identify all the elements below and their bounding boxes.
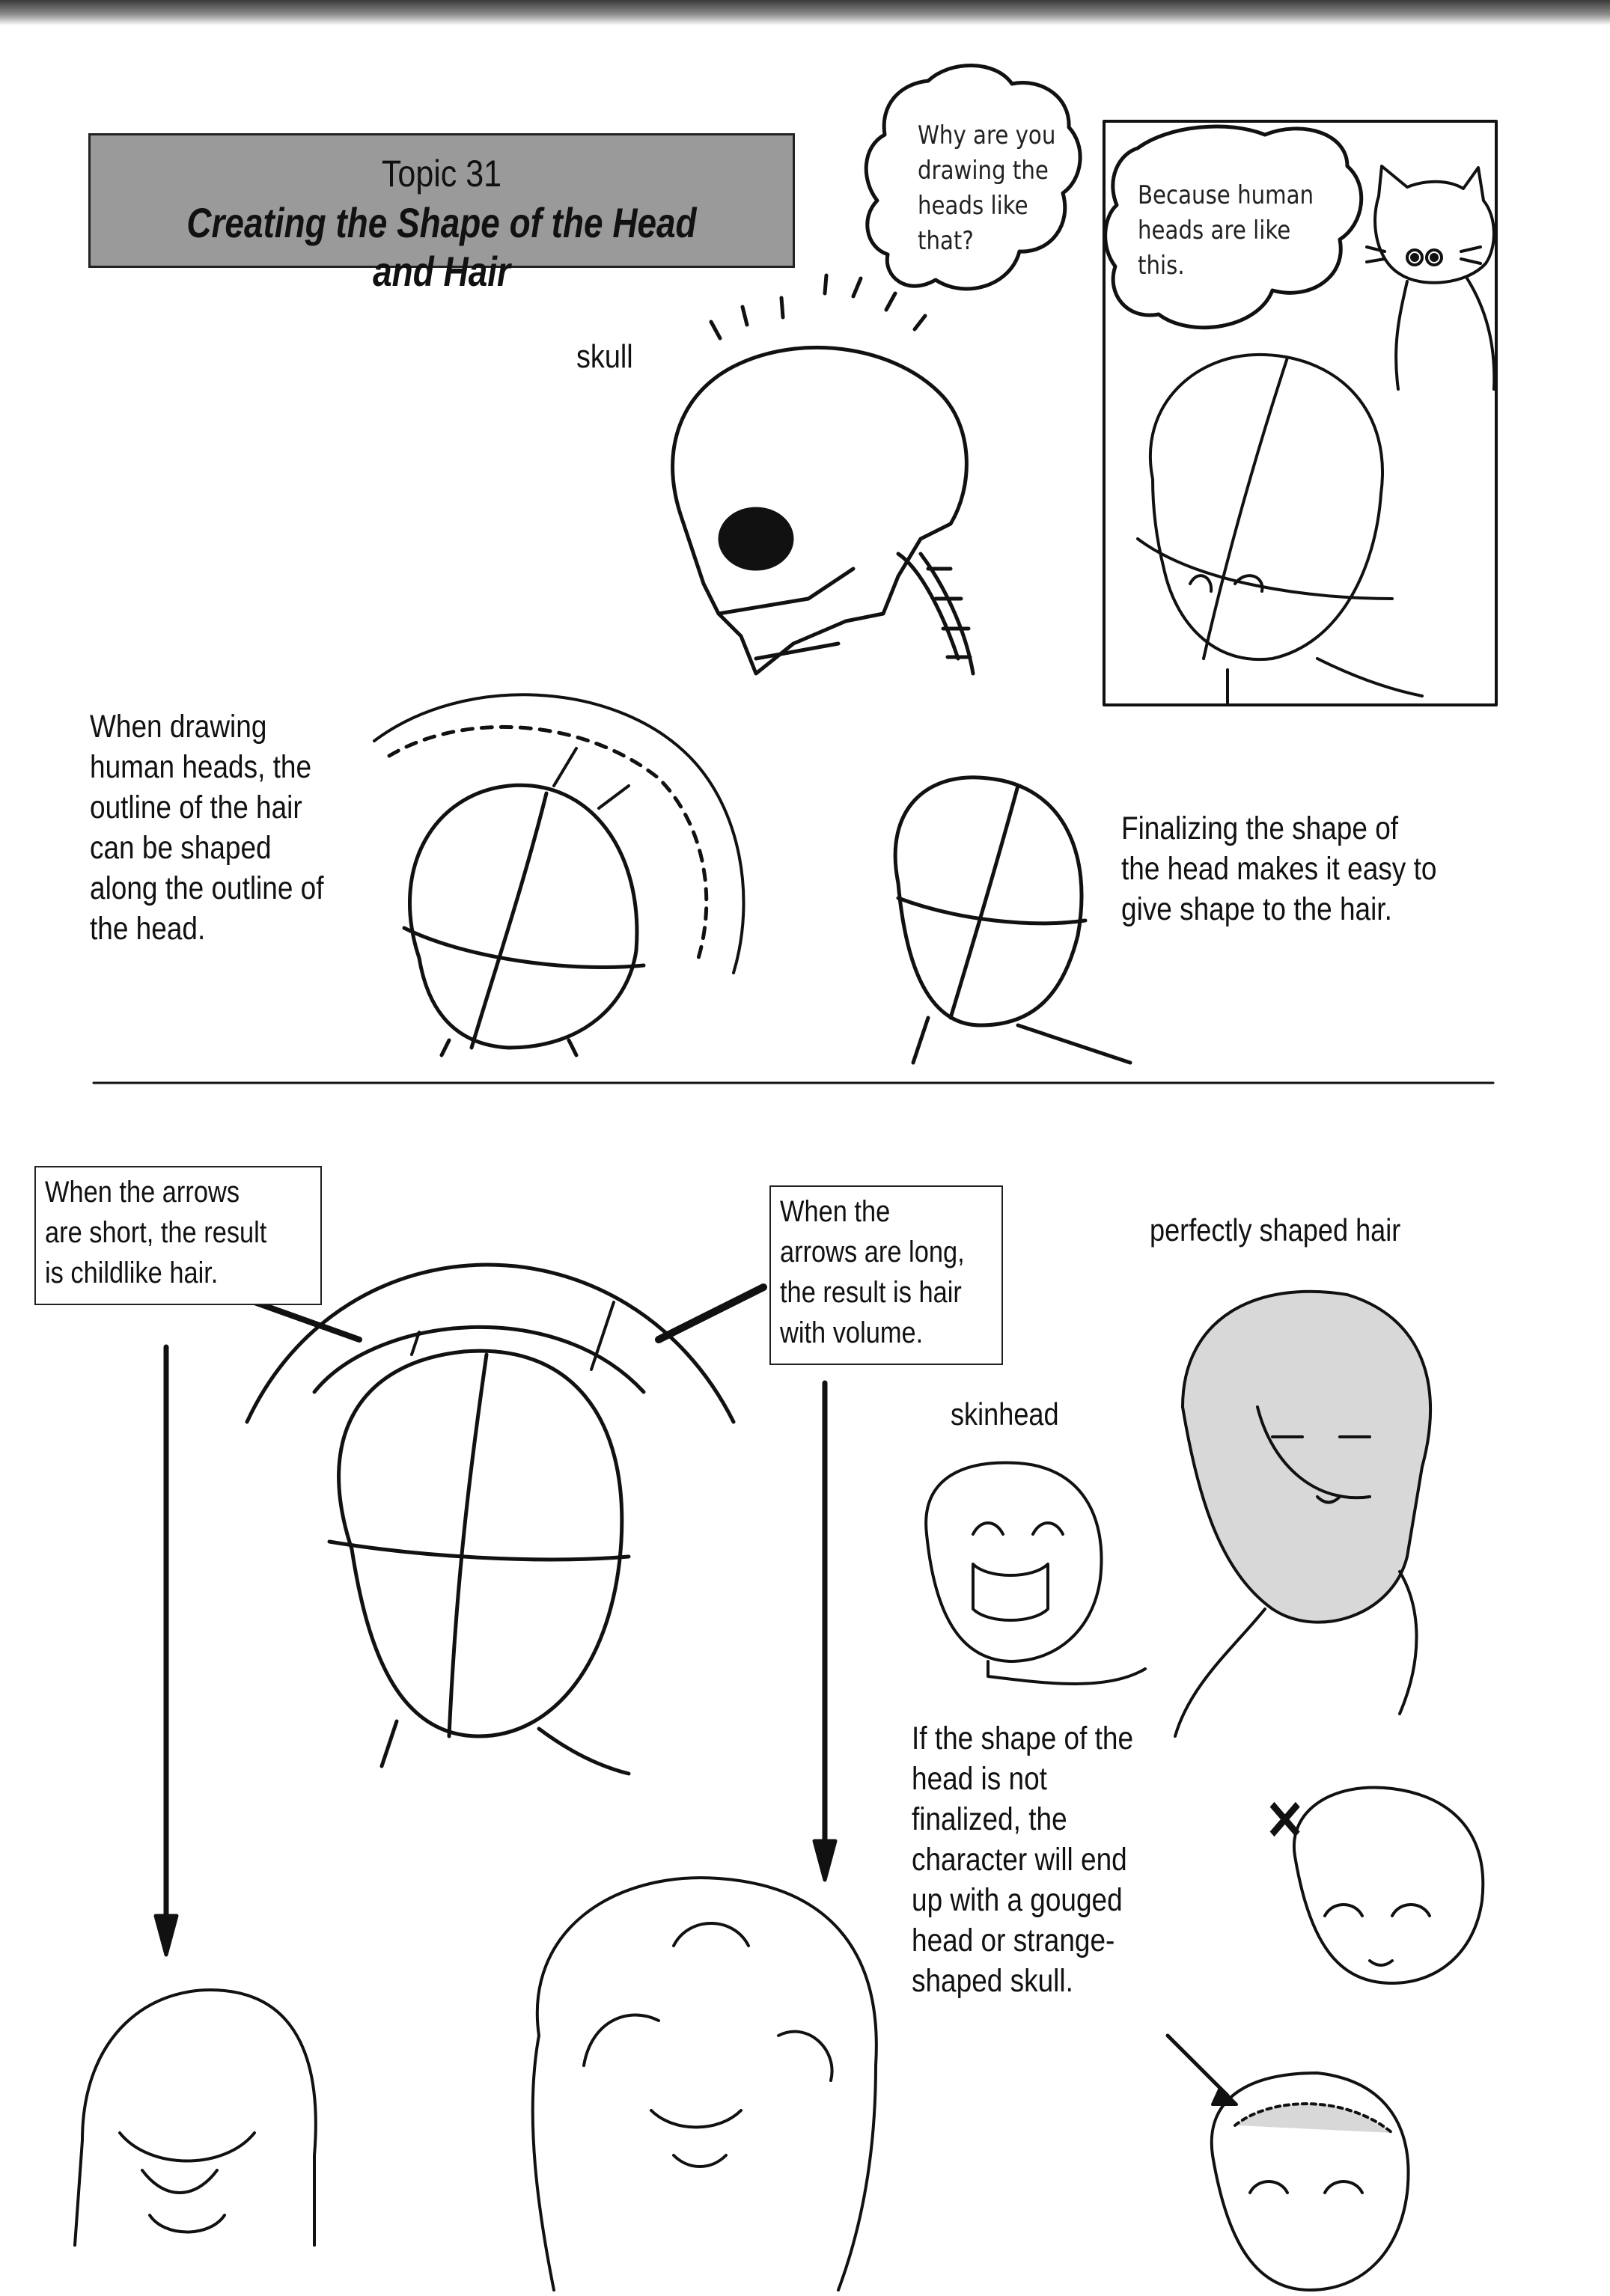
childlike-hair-girl	[73, 1988, 317, 2247]
panel-head-sketch	[1136, 352, 1424, 705]
short-arrow-head	[153, 1914, 179, 1957]
skull-drawing	[671, 273, 975, 676]
cat-mascot	[1365, 165, 1496, 391]
long-arrow-head	[812, 1839, 838, 1882]
topic-number: Topic 31	[381, 153, 502, 195]
wrong-mark-icon: ✕	[1265, 1789, 1305, 1851]
short-arrows-caption: When the arrows are short, the result is…	[34, 1166, 322, 1305]
question-bubble-shape	[864, 64, 1082, 291]
large-head-diagram	[245, 1263, 767, 1776]
skull-label: skull	[576, 338, 633, 375]
gouged-head-face	[1165, 1786, 1485, 2106]
corrected-head-face	[1210, 2071, 1410, 2292]
perfect-hair-label: perfectly shaped hair	[1150, 1212, 1401, 1248]
outline-explanation: When drawing human heads, the outline of…	[90, 709, 324, 947]
not-finalized-explanation: If the shape of the head is not finalize…	[912, 1721, 1134, 1999]
head-outline-guide	[373, 693, 745, 1057]
perfect-hair-face	[1174, 1289, 1433, 1738]
page-scan-edge	[0, 0, 1610, 25]
topic-title-box: Topic 31 Creating the Shape of the Head …	[88, 133, 795, 295]
page-title: Creating the Shape of the Head and Hair	[186, 199, 697, 295]
skinhead-face	[924, 1461, 1147, 1685]
skinhead-label: skinhead	[951, 1396, 1059, 1432]
voluminous-hair-woman	[531, 1876, 878, 2292]
question-bubble-text: Why are you drawing the heads like that?	[918, 120, 1056, 256]
finalized-head-sketch	[893, 775, 1132, 1065]
comic-panel	[1103, 120, 1498, 706]
long-arrows-caption: When the arrows are long, the result is …	[769, 1185, 1003, 1365]
finalizing-explanation: Finalizing the shape of the head makes i…	[1121, 810, 1437, 927]
answer-bubble-shape	[1103, 124, 1364, 330]
answer-bubble-text: Because human heads are like this.	[1138, 180, 1314, 281]
